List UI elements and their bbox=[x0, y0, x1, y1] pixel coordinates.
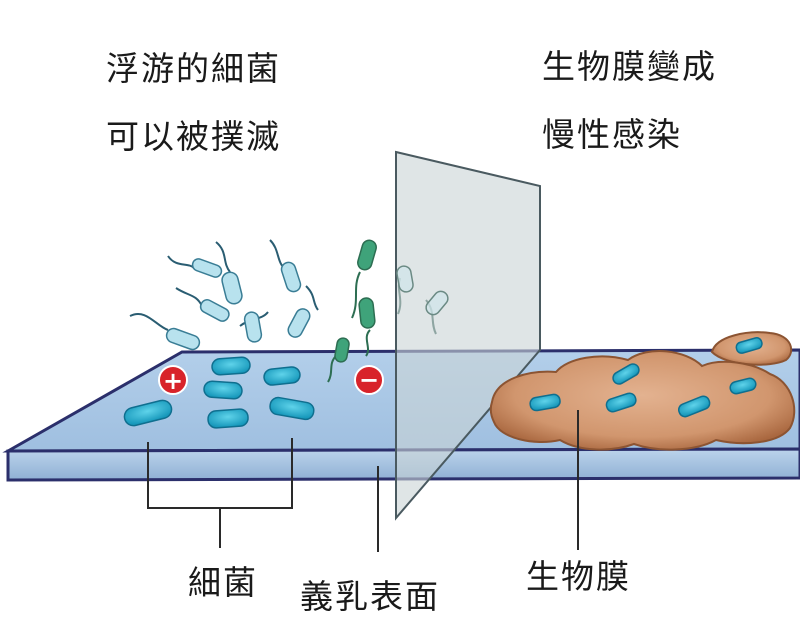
label-implant-surface: 義乳表面 bbox=[300, 577, 440, 616]
caption-biofilm-line1: 生物膜變成 bbox=[542, 47, 717, 86]
floating-bacteria bbox=[129, 239, 449, 351]
negative-charge-marker: − bbox=[354, 365, 384, 395]
leader-lines bbox=[147, 410, 579, 552]
bacterium bbox=[529, 393, 561, 412]
bacterium bbox=[605, 392, 637, 413]
biofilm-main-blob bbox=[489, 350, 796, 451]
bacterium bbox=[203, 380, 243, 400]
caption-floating-line2: 可以被撲滅 bbox=[106, 117, 281, 156]
caption-biofilm-line2: 慢性感染 bbox=[542, 115, 682, 154]
bacterium bbox=[612, 363, 640, 385]
green-bacteria bbox=[327, 239, 377, 383]
floating-bacterium bbox=[129, 313, 201, 351]
green-bacterium bbox=[358, 297, 376, 357]
bacterium bbox=[263, 366, 301, 386]
attached-bacteria bbox=[123, 356, 315, 429]
floating-bacterium bbox=[287, 285, 319, 338]
positive-charge-sign: + bbox=[163, 367, 183, 395]
floating-bacterium bbox=[215, 241, 243, 305]
floating-bacterium bbox=[167, 255, 223, 278]
green-bacterium bbox=[327, 337, 350, 383]
bacterium bbox=[729, 377, 757, 395]
floating-bacterium bbox=[239, 311, 269, 343]
biofilm-bacteria bbox=[529, 337, 763, 418]
negative-charge-sign: − bbox=[359, 366, 379, 394]
floating-bacterium bbox=[175, 287, 230, 322]
bacterium bbox=[269, 396, 315, 421]
label-bacteria: 細菌 bbox=[188, 563, 258, 602]
label-biofilm: 生物膜 bbox=[526, 557, 631, 596]
bacterium bbox=[211, 356, 251, 376]
bacterium bbox=[735, 337, 763, 354]
floating-bacterium bbox=[425, 290, 449, 335]
bacterium bbox=[123, 399, 173, 427]
bacterium bbox=[207, 408, 249, 429]
green-bacterium bbox=[351, 239, 377, 319]
glass-barrier bbox=[395, 150, 541, 521]
bacterium bbox=[677, 395, 711, 418]
floating-bacterium bbox=[396, 265, 414, 315]
floating-bacterium bbox=[269, 239, 302, 293]
caption-floating-line1: 浮游的細菌 bbox=[106, 49, 281, 88]
biofilm-mass bbox=[489, 331, 796, 451]
positive-charge-marker: + bbox=[158, 365, 188, 395]
